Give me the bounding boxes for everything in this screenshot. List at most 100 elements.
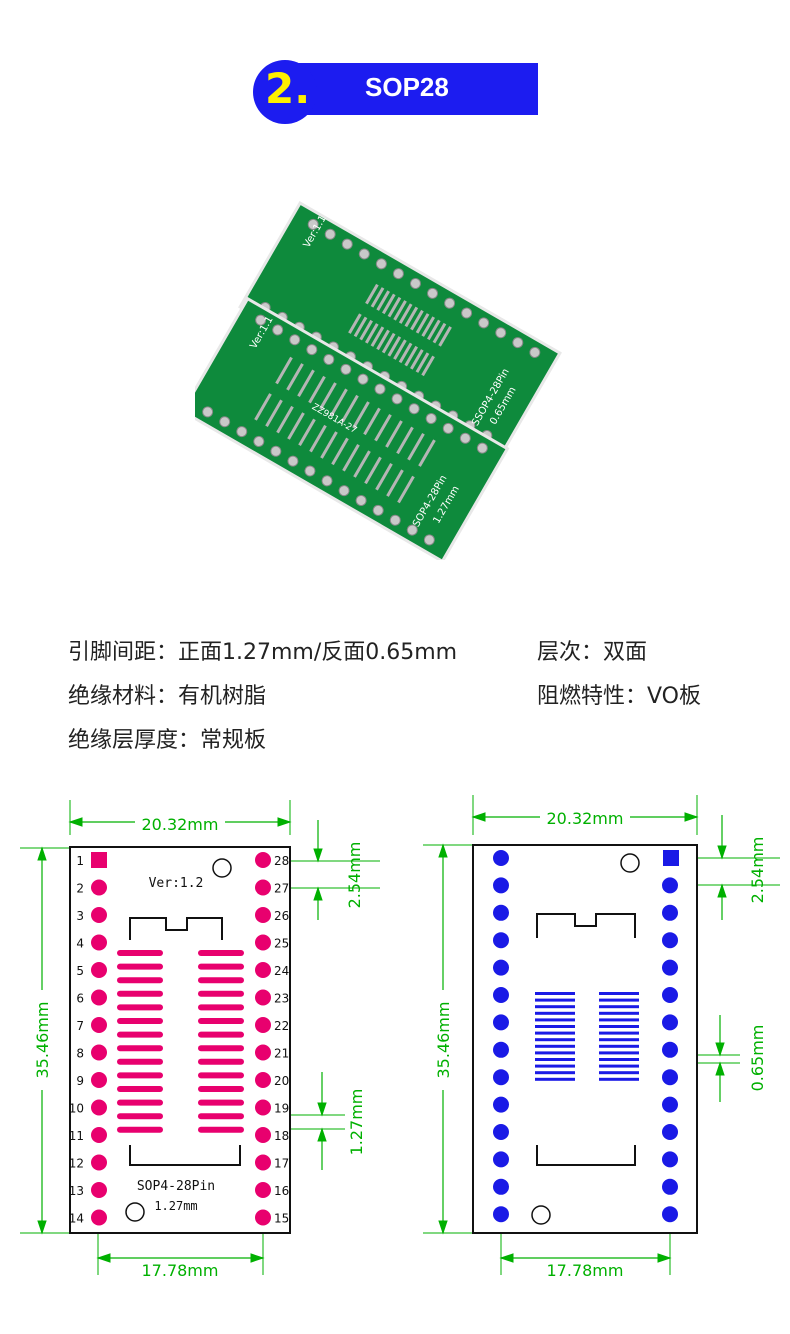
front-pad-right (255, 1182, 271, 1198)
front-smd-pad-left (117, 1004, 163, 1011)
photo-smd-pad (393, 339, 407, 360)
back-pad-right (662, 1124, 678, 1140)
photo-pad (307, 218, 319, 230)
photo-pad (358, 248, 370, 260)
photo-smd-pad (353, 450, 371, 478)
spec-flame: 阻燃特性：VO板 (537, 684, 701, 709)
back-smd-pad-right (599, 1077, 639, 1081)
front-pad-left (91, 1072, 107, 1088)
photo-smd-pad (330, 388, 348, 417)
photo-smd-pad (341, 394, 359, 423)
bottom-board: Ver:1.1 ZZ981A-27 SOP4-28Pin 1.27mm (195, 296, 510, 560)
photo-smd-pad (410, 309, 424, 331)
photo-smd-pad (375, 463, 393, 491)
front-smd-pad-right (198, 977, 244, 984)
photo-smd-pad (374, 413, 392, 442)
front-smd-pad-right (198, 1113, 244, 1120)
photo-smd-pad (364, 456, 382, 485)
photo-smd-pad (415, 313, 430, 334)
back-height-label: 35.46mm (434, 1002, 453, 1079)
back-pad-right (662, 932, 678, 949)
photo-pad (461, 307, 473, 319)
front-pad-right (255, 879, 271, 896)
front-smd-pad-right (198, 990, 244, 997)
photo-pad (270, 445, 282, 457)
spec-thickness: 绝缘层厚度：常规板 (68, 728, 267, 753)
photo-smd-pad (359, 319, 373, 341)
photo-smd-pad (387, 336, 402, 357)
front-pin-number-right: 22 (274, 1019, 289, 1033)
photo-smd-pad (276, 405, 294, 434)
front-pad-right (255, 1072, 271, 1088)
front-pad-right (255, 1044, 271, 1061)
front-part-label: SOP4-28Pin (137, 1179, 215, 1194)
front-pad-left (91, 1127, 107, 1143)
back-smd-pad-right (599, 1038, 639, 1042)
front-smd-pad-left (117, 950, 163, 956)
front-ic-outline-bottom (129, 1145, 241, 1166)
front-pad-left (91, 1209, 107, 1226)
banner-badge (253, 60, 317, 124)
back-smd-pad-right (599, 1044, 639, 1048)
front-pin-number-right: 21 (274, 1047, 289, 1061)
front-pad-right (255, 852, 271, 868)
photo-pad (391, 393, 403, 405)
front-smd-pad-left (117, 1126, 163, 1133)
front-smd-pad-left (117, 1031, 163, 1038)
front-width-label: 20.32mm (142, 815, 219, 834)
back-smd-pad-left (535, 992, 575, 995)
photo-smd-pad (363, 407, 381, 436)
photo-smd-pad (397, 475, 415, 504)
photo-pad (341, 238, 353, 250)
front-smd-pad-right (198, 1004, 244, 1011)
photo-smd-pad (385, 420, 403, 448)
photo-pad (287, 455, 299, 467)
back-pad-left (493, 1178, 509, 1195)
photo-smd-pad (265, 399, 283, 428)
photo-smd-pad (319, 382, 337, 410)
photo-smd-pad (353, 316, 368, 338)
photo-pad (423, 534, 435, 546)
front-diagram: 20.32mm 35.46mm 2.54mm 1.27mm 17.78mm Ve… (20, 800, 380, 1280)
photo-smd-pad (376, 290, 390, 311)
front-version-label: Ver:1.2 (149, 876, 204, 891)
back-pad-right (662, 1014, 678, 1031)
front-pin-number-left: 10 (69, 1102, 84, 1116)
front-smd-pad-right (198, 1045, 244, 1052)
front-pin-number-left: 3 (76, 909, 84, 923)
photo-smd-pad (438, 326, 452, 347)
photo-pad (202, 406, 214, 418)
photo-pad (355, 495, 367, 507)
front-pin-number-right: 27 (274, 882, 289, 896)
section-banner: 2. SOP28 (253, 60, 538, 124)
back-mount-hole (531, 1205, 551, 1225)
back-pad-right (662, 1151, 678, 1168)
photo-pad (323, 353, 335, 365)
front-pin1-square-pad (91, 852, 107, 868)
spec-pin-pitch: 引脚间距：正面1.27mm/反面0.65mm (68, 640, 458, 665)
front-pin-number-right: 19 (274, 1102, 289, 1116)
back-pad-left (493, 904, 509, 921)
photo-smd-pad (352, 401, 370, 429)
front-pad-left (91, 934, 107, 951)
back-smd-pad-right (599, 998, 639, 1002)
back-pin1-square-pad (663, 850, 679, 866)
front-pin-number-left: 5 (76, 964, 84, 978)
front-height-label: 35.46mm (33, 1002, 52, 1079)
photo-smd-pad (381, 293, 396, 315)
back-smd-pad-right (599, 1071, 639, 1075)
photo-smd-pad (348, 313, 362, 334)
front-pin-number-right: 25 (274, 937, 289, 951)
front-pad-pitch-label: 1.27mm (347, 1089, 366, 1156)
photo-pad (306, 344, 318, 356)
photo-pad (219, 416, 231, 428)
spec-material: 绝缘材料：有机树脂 (68, 684, 267, 709)
photo-smd-pad (308, 375, 326, 404)
back-smd-pad-left (535, 998, 575, 1002)
photo-pad (255, 314, 267, 326)
photo-pad (272, 324, 284, 336)
photo-smd-pad (418, 439, 436, 467)
photo-smd-pad (376, 329, 390, 351)
back-pad-left (493, 1124, 509, 1140)
front-pin-number-right: 28 (274, 854, 289, 868)
